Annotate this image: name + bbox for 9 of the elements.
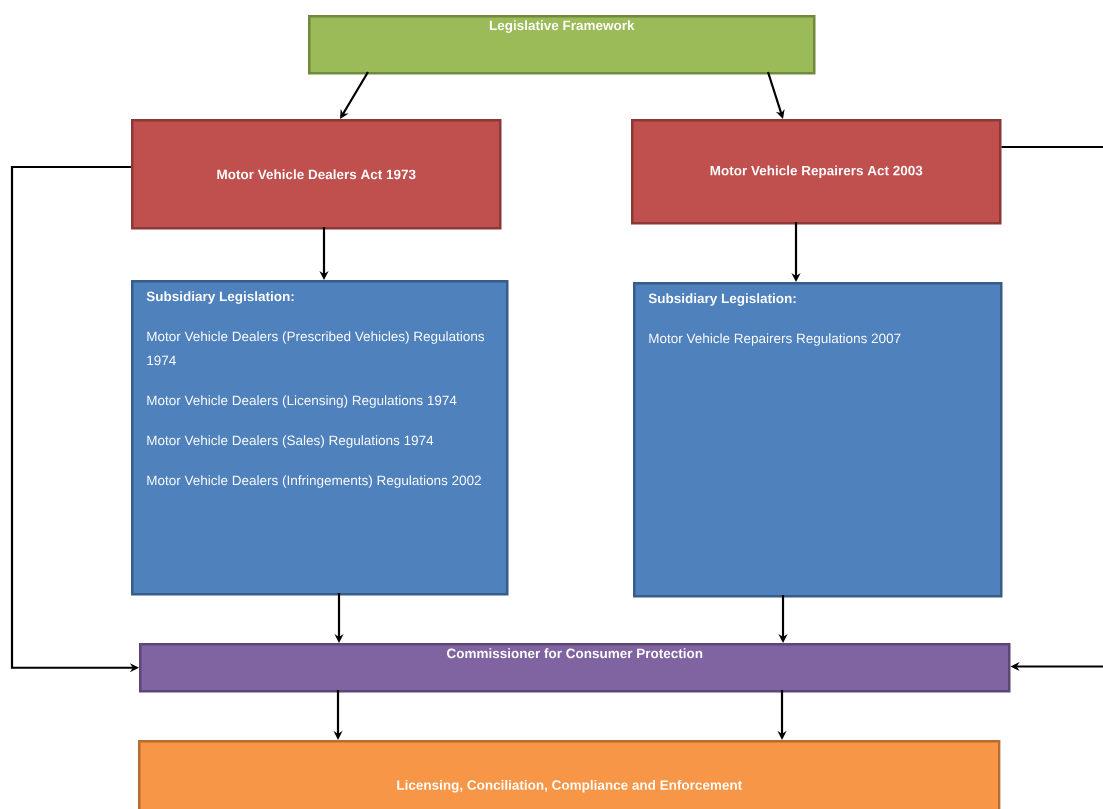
legislation-box: Subsidiary Legislation: Motor Vehicle Repairers Regulations 2007 [633,282,1003,598]
arrow [340,71,369,119]
process-box: Commissioner for Consumer Protection [139,643,1011,693]
arrow [766,71,785,119]
process-box: Motor Vehicle Repairers Act 2003 [631,119,1002,225]
process-box: Motor Vehicle Dealers Act 1973 [131,119,502,230]
process-box: Legislative Framework [308,15,816,75]
legislation-box: Subsidiary Legislation: Motor Vehicle Dealers (Prescribed Vehicles) Regulations 1974 Motor Vehicle Dealers (Licensing) Regulations 1974 Motor Vehicle Dealers (Sales) Regulations 1974 Motor Vehicle Dealers (Infringements) Regulations 2002 [131,280,509,596]
process-box: Licensing, Conciliation, Compliance and Enforcement [138,740,1001,809]
